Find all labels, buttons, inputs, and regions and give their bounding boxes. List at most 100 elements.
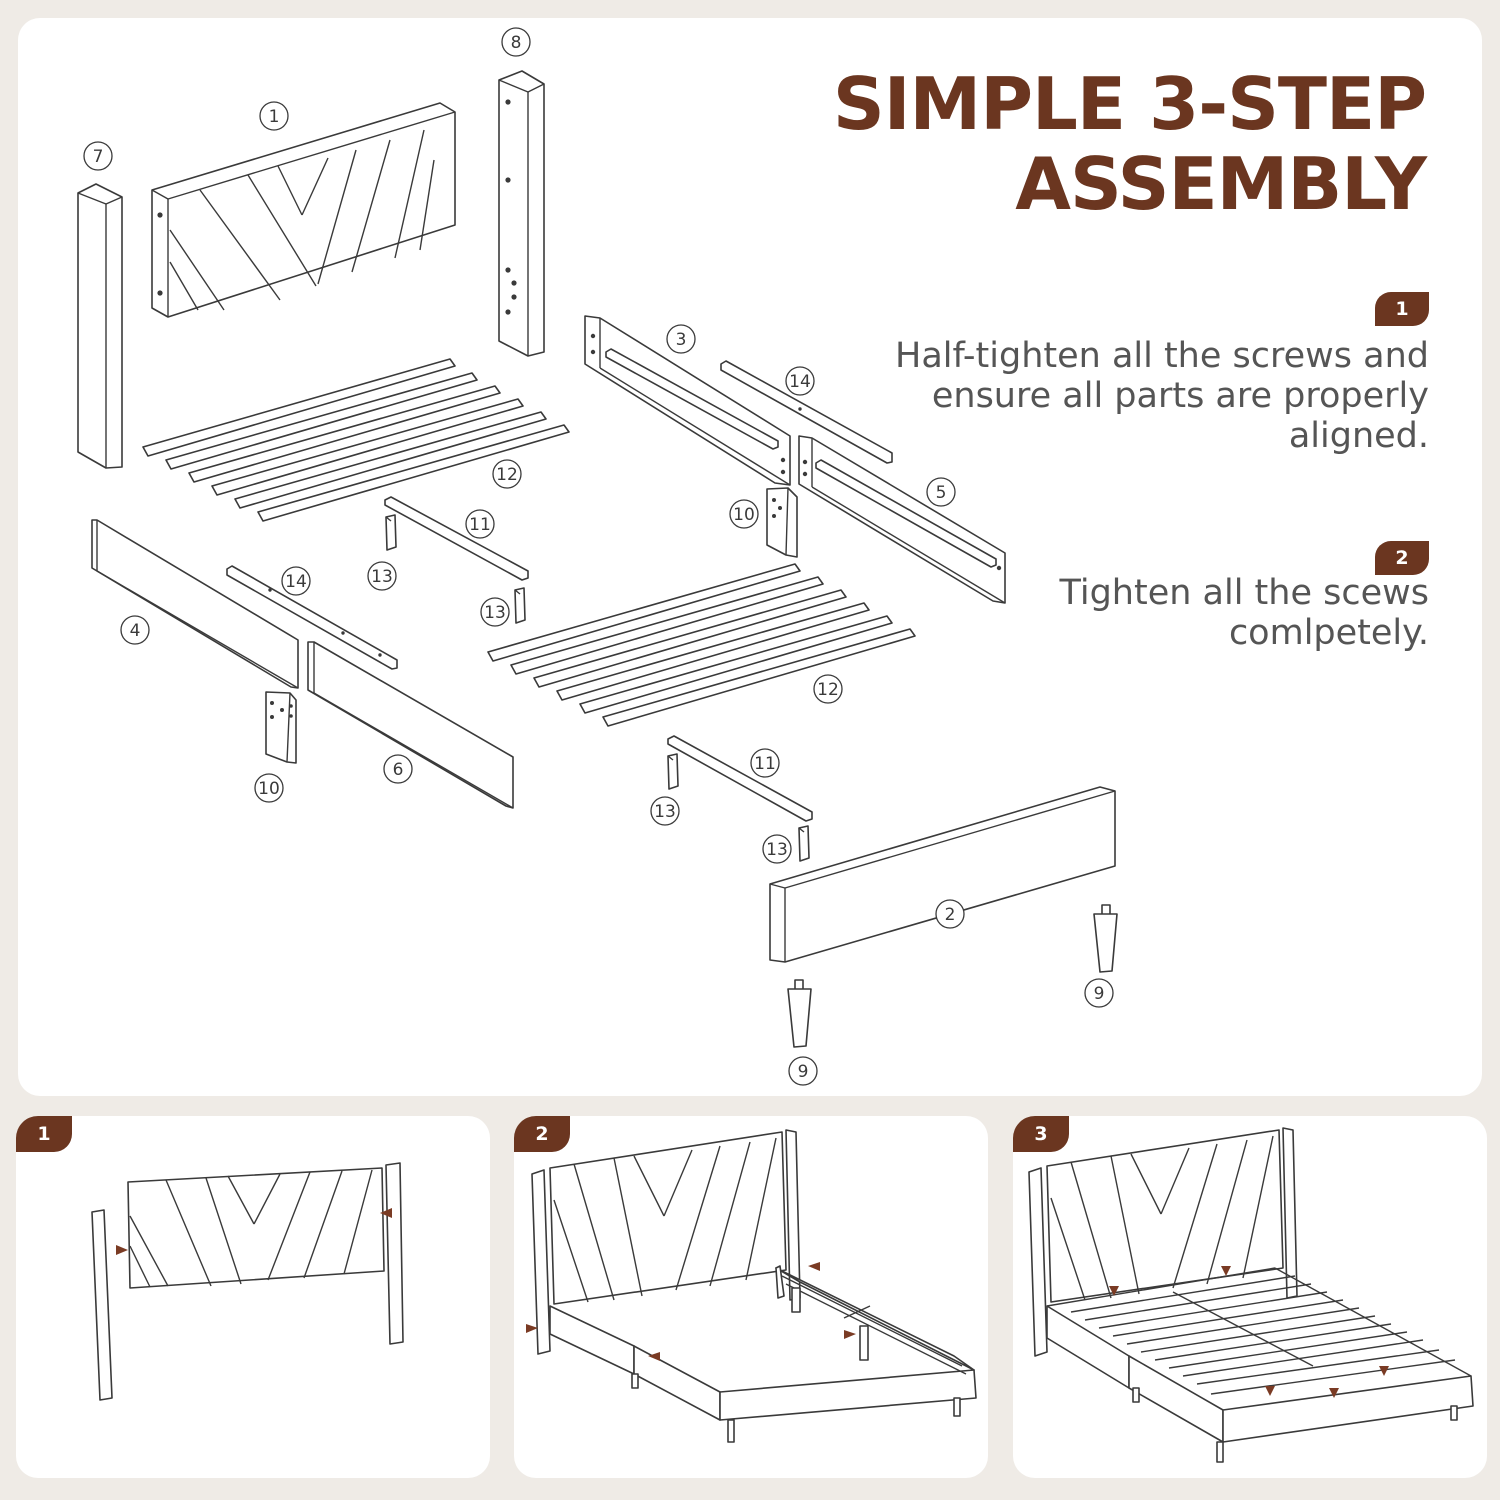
svg-text:3: 3: [676, 330, 687, 350]
part-label-5: 5: [926, 477, 956, 507]
part-label-14-upper: 14: [785, 366, 815, 396]
svg-text:11: 11: [754, 754, 776, 774]
part-label-10-lower: 10: [254, 773, 284, 803]
step-1-illustration: [91, 1162, 404, 1401]
svg-text:13: 13: [654, 802, 676, 822]
left-post-step-1: [91, 1209, 113, 1401]
arrow-1-step-2: [526, 1324, 538, 1333]
part-label-12-upper: 12: [492, 459, 522, 489]
part-label-7: 7: [83, 141, 113, 171]
assembly-title: SIMPLE 3-STEP ASSEMBLY: [832, 62, 1427, 226]
step-panel-2: 2: [514, 1116, 988, 1478]
arrow-left-step-1: [116, 1245, 128, 1255]
svg-text:10: 10: [258, 779, 280, 799]
step-2-instruction: Tighten all the scews comlpetely.: [1059, 573, 1429, 653]
part-label-13-c: 13: [650, 796, 680, 826]
frame-rails-step-2: [549, 1265, 977, 1443]
svg-text:14: 14: [285, 572, 307, 592]
step-2-badge: 2: [1375, 541, 1429, 575]
part-label-10-upper: 10: [729, 499, 759, 529]
part-label-9-left: 9: [788, 1056, 818, 1086]
part-label-9-right: 9: [1084, 978, 1114, 1008]
part-label-13-a: 13: [367, 561, 397, 591]
frame-with-slats-step-3: [1046, 1267, 1474, 1463]
step-panel-1: 1: [16, 1116, 490, 1478]
svg-text:13: 13: [484, 603, 506, 623]
panel-2-badge: 2: [514, 1116, 570, 1152]
title-line-1: SIMPLE 3-STEP: [832, 62, 1427, 146]
part-6-side-rail: [307, 641, 514, 809]
svg-text:13: 13: [371, 567, 393, 587]
part-label-13-b: 13: [480, 597, 510, 627]
svg-text:11: 11: [469, 515, 491, 535]
arrow-2-step-3: [1221, 1266, 1231, 1276]
exploded-diagram: 1 7 8 3 14 12 5 10 11 13 13 14 4 12 6 10…: [77, 27, 1118, 1086]
part-11-upper-beam: [384, 496, 529, 581]
part-3-side-rail: [584, 315, 791, 486]
svg-text:13: 13: [766, 840, 788, 860]
svg-text:14: 14: [789, 372, 811, 392]
svg-text:12: 12: [496, 465, 518, 485]
part-7-left-post: [77, 183, 123, 469]
part-5-side-rail: [798, 435, 1006, 604]
svg-text:12: 12: [817, 680, 839, 700]
part-12-upper-slats: [142, 358, 570, 522]
svg-text:2: 2: [945, 905, 956, 925]
part-10-upper-bracket: [766, 487, 798, 558]
part-label-14-lower: 14: [281, 566, 311, 596]
part-10-lower-bracket: [265, 691, 297, 764]
svg-text:1: 1: [269, 107, 280, 127]
step-1-instruction: Half-tighten all the screws and ensure a…: [895, 336, 1429, 456]
part-13-lower-legs: [667, 753, 810, 862]
svg-text:9: 9: [1094, 984, 1105, 1004]
part-4-side-rail: [91, 519, 299, 689]
arrow-right-step-1: [380, 1208, 392, 1218]
step-3-illustration: [1028, 1127, 1474, 1463]
part-9-feet: [787, 904, 1118, 1048]
part-8-right-post: [498, 70, 545, 357]
part-number-labels: 1 7 8 3 14 12 5 10 11 13 13 14 4 12 6 10…: [83, 27, 1114, 1086]
part-label-4: 4: [120, 615, 150, 645]
part-label-13-d: 13: [762, 834, 792, 864]
part-label-11-upper: 11: [465, 509, 495, 539]
step-panel-3: 3: [1013, 1116, 1487, 1478]
part-12-lower-slats: [487, 563, 916, 727]
part-label-6: 6: [383, 754, 413, 784]
svg-text:8: 8: [511, 33, 522, 53]
part-label-2: 2: [935, 899, 965, 929]
step-2-illustration: [526, 1129, 977, 1443]
step-1-badge: 1: [1375, 292, 1429, 326]
part-label-8: 8: [501, 27, 531, 57]
part-14-lower-support: [226, 565, 398, 670]
arrow-4-step-3: [1379, 1366, 1389, 1376]
panel-3-badge: 3: [1013, 1116, 1069, 1152]
arrow-5-step-3: [1329, 1388, 1339, 1398]
title-line-2: ASSEMBLY: [1015, 142, 1427, 226]
part-14-upper-support: [720, 360, 893, 464]
part-label-11-lower: 11: [750, 748, 780, 778]
svg-text:5: 5: [936, 483, 947, 503]
part-label-12-lower: 12: [813, 674, 843, 704]
exploded-view-panel: 1 7 8 3 14 12 5 10 11 13 13 14 4 12 6 10…: [18, 18, 1482, 1096]
headboard-step-1: [127, 1167, 385, 1289]
part-label-3: 3: [666, 324, 696, 354]
arrow-1-step-3: [1109, 1286, 1119, 1296]
svg-text:6: 6: [393, 760, 404, 780]
arrow-3-step-3: [1265, 1386, 1275, 1396]
headboard-chevron-pattern: [169, 129, 435, 311]
panel-1-badge: 1: [16, 1116, 72, 1152]
part-11-lower-beam: [667, 735, 813, 822]
svg-text:9: 9: [798, 1062, 809, 1082]
part-2-footboard: [769, 786, 1116, 963]
svg-text:4: 4: [130, 621, 141, 641]
right-post-step-1: [385, 1162, 404, 1345]
part-label-1: 1: [259, 101, 289, 131]
svg-text:10: 10: [733, 505, 755, 525]
arrow-3-step-2: [808, 1262, 820, 1271]
headboard-step-3: [1028, 1127, 1298, 1357]
part-1-headboard: [151, 102, 456, 318]
headboard-step-2: [531, 1129, 801, 1355]
arrow-2-step-2: [648, 1352, 660, 1361]
part-13-upper-legs: [385, 514, 526, 624]
arrow-4-step-2: [844, 1330, 856, 1339]
